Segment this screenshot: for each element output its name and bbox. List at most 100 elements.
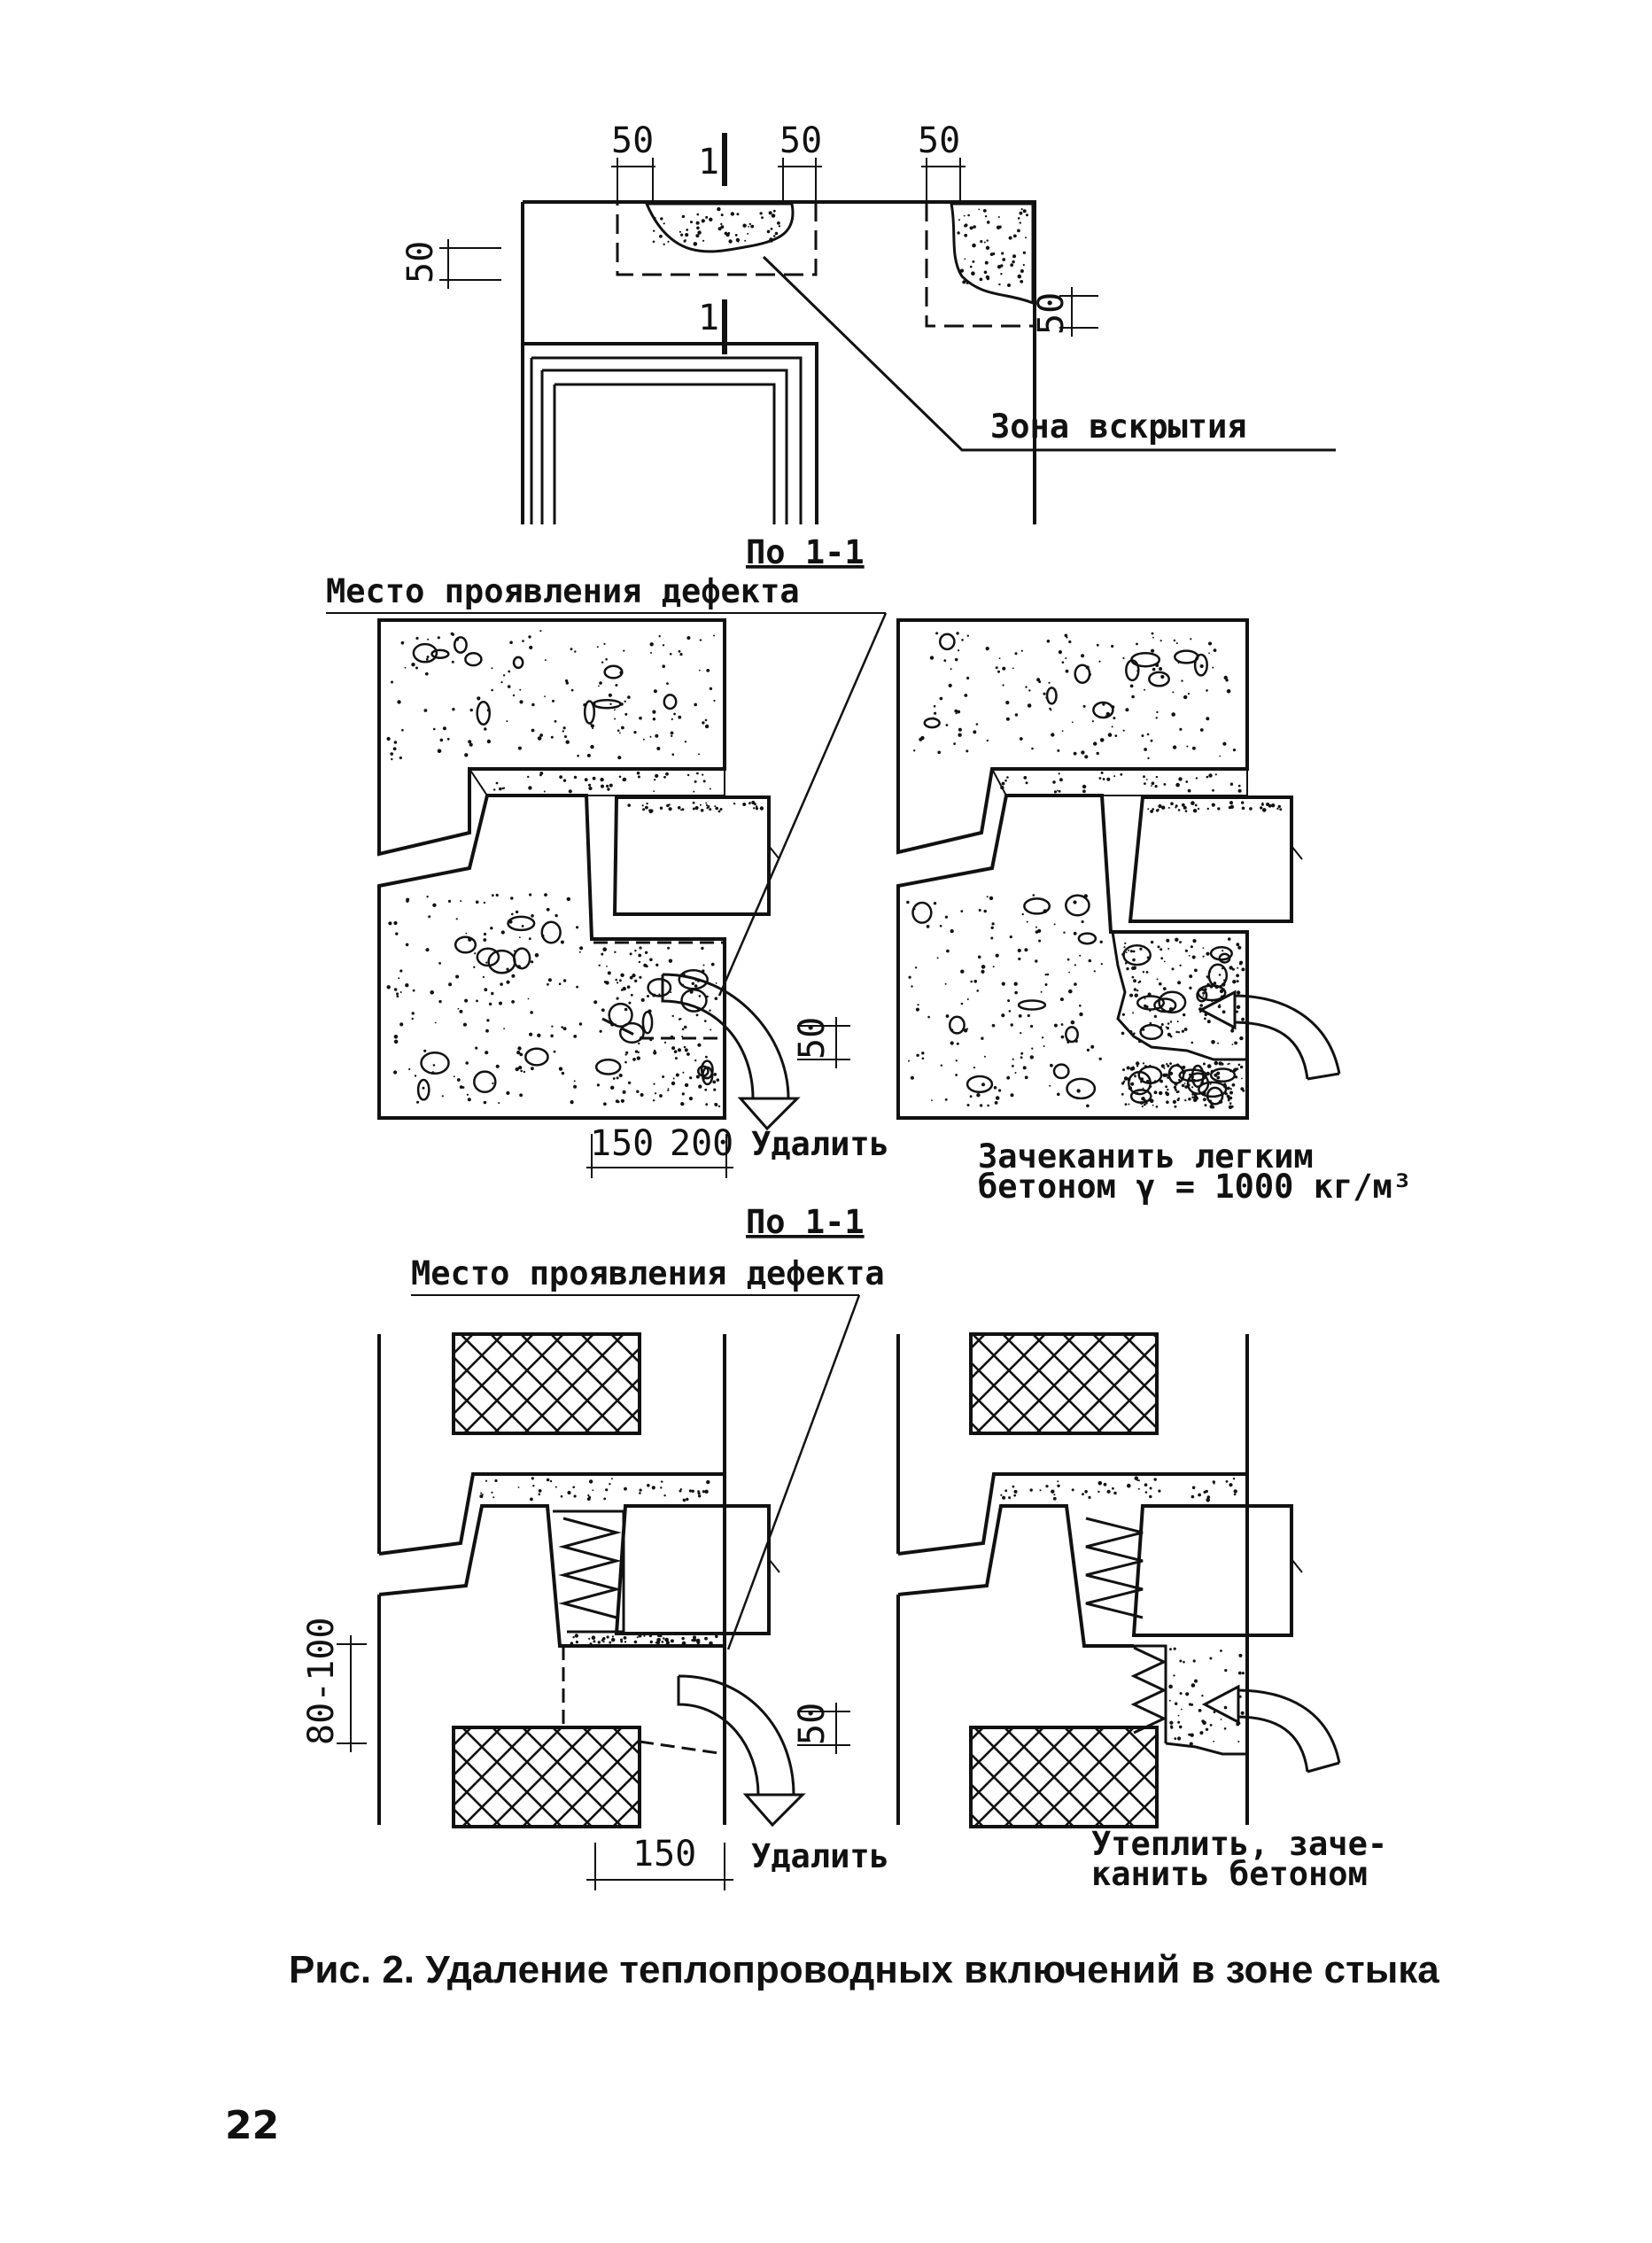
section-b-dim-50: 50 bbox=[792, 1703, 833, 1745]
stipple-dot bbox=[667, 240, 670, 243]
stipple-dot bbox=[1113, 775, 1116, 778]
stipple-dot bbox=[515, 1067, 519, 1072]
stipple-dot bbox=[1225, 1480, 1229, 1483]
stipple-dot bbox=[411, 1012, 415, 1015]
stipple-dot bbox=[1145, 971, 1149, 974]
stipple-dot bbox=[1073, 931, 1077, 935]
stipple-dot bbox=[589, 1642, 593, 1646]
stipple-dot bbox=[500, 930, 505, 935]
stipple-dot bbox=[1192, 809, 1198, 813]
stipple-dot bbox=[1260, 806, 1263, 810]
stipple-dot bbox=[482, 975, 485, 978]
stipple-dot bbox=[566, 896, 570, 902]
stipple-dot bbox=[1099, 940, 1103, 944]
stipple-dot bbox=[966, 676, 970, 680]
stipple-dot bbox=[678, 1018, 681, 1021]
stipple-dot bbox=[1020, 1052, 1024, 1055]
stipple-dot bbox=[642, 808, 646, 811]
stipple-dot bbox=[698, 995, 702, 997]
stipple-dot bbox=[950, 929, 954, 934]
stipple-dot bbox=[1229, 1090, 1233, 1095]
stipple-dot bbox=[748, 226, 749, 228]
stipple-dot bbox=[1079, 954, 1082, 957]
stipple-dot bbox=[516, 1051, 521, 1055]
stipple-dot bbox=[606, 966, 608, 967]
stipple-dot bbox=[632, 1058, 636, 1061]
stipple-dot bbox=[1010, 1093, 1014, 1098]
stipple-dot bbox=[967, 213, 970, 217]
stipple-dot bbox=[709, 788, 711, 790]
stipple-dot bbox=[588, 786, 593, 791]
stipple-dot bbox=[911, 985, 913, 988]
stipple-dot bbox=[955, 712, 958, 715]
aggregate-pebble bbox=[1122, 944, 1152, 966]
stipple-dot bbox=[1153, 1478, 1157, 1481]
stipple-dot bbox=[1191, 1096, 1194, 1098]
stipple-dot bbox=[1071, 1488, 1074, 1492]
stipple-dot bbox=[599, 681, 602, 685]
stipple-dot bbox=[662, 644, 665, 647]
stipple-dot bbox=[1134, 1476, 1139, 1480]
aggregate-pebble bbox=[966, 1075, 994, 1094]
stipple-dot bbox=[671, 1046, 676, 1051]
stipple-dot bbox=[438, 999, 442, 1004]
stipple-dot bbox=[649, 642, 654, 647]
stipple-dot bbox=[506, 980, 510, 984]
section-b-defect-label: Место проявления дефекта bbox=[411, 1254, 885, 1292]
stipple-dot bbox=[695, 1013, 699, 1017]
stipple-dot bbox=[906, 900, 910, 904]
stipple-dot bbox=[1211, 803, 1215, 807]
stipple-dot bbox=[997, 216, 1000, 218]
stipple-dot bbox=[515, 910, 519, 914]
stipple-dot bbox=[1236, 974, 1239, 978]
stipple-dot bbox=[700, 809, 704, 812]
stipple-dot bbox=[913, 749, 916, 752]
stipple-dot bbox=[1150, 810, 1153, 813]
stipple-dot bbox=[684, 741, 687, 743]
stipple-dot bbox=[1022, 251, 1027, 254]
stipple-dot bbox=[1061, 730, 1064, 733]
stipple-dot bbox=[654, 1092, 657, 1095]
stipple-dot bbox=[674, 1057, 678, 1060]
stipple-dot bbox=[1208, 773, 1213, 778]
aggregate-pebble bbox=[1066, 1077, 1097, 1100]
stipple-dot bbox=[1122, 656, 1125, 660]
stipple-dot bbox=[1199, 728, 1204, 732]
stipple-dot bbox=[966, 998, 969, 1000]
panel-b-right bbox=[896, 1334, 1249, 1825]
stipple-dot bbox=[529, 645, 533, 650]
aggregate-pebble bbox=[473, 1070, 497, 1094]
stipple-dot bbox=[970, 980, 973, 983]
stipple-dot bbox=[518, 1066, 523, 1070]
stipple-dot bbox=[609, 783, 613, 788]
caulk-arrow-a bbox=[1232, 994, 1341, 1081]
stipple-dot bbox=[438, 962, 441, 965]
stipple-dot bbox=[1139, 947, 1143, 951]
stipple-dot bbox=[1052, 780, 1056, 784]
stipple-dot bbox=[1084, 1490, 1088, 1494]
stipple-dot bbox=[1097, 1490, 1100, 1494]
stipple-dot bbox=[1169, 1035, 1173, 1038]
stipple-dot bbox=[539, 630, 542, 633]
stipple-dot bbox=[1241, 1077, 1243, 1080]
stipple-dot bbox=[681, 1636, 685, 1641]
aggregate-pebble bbox=[476, 947, 500, 967]
stipple-dot bbox=[658, 993, 661, 996]
stipple-dot bbox=[1057, 1480, 1059, 1483]
stipple-dot bbox=[717, 1105, 721, 1108]
stipple-dot bbox=[753, 807, 756, 810]
stipple-dot bbox=[1222, 950, 1224, 952]
stipple-dot bbox=[576, 985, 578, 989]
stipple-dot bbox=[1147, 757, 1150, 760]
stipple-dot bbox=[666, 682, 669, 685]
stipple-dot bbox=[662, 664, 665, 668]
stipple-dot bbox=[921, 1057, 925, 1060]
stipple-dot bbox=[1173, 1647, 1176, 1650]
section-b-dim-80-100: 80-100 bbox=[301, 1618, 342, 1746]
stipple-dot bbox=[529, 893, 532, 896]
stipple-dot bbox=[669, 653, 672, 656]
stipple-dot bbox=[1161, 805, 1166, 810]
stipple-dot bbox=[659, 234, 663, 238]
stipple-dot bbox=[1143, 775, 1145, 779]
stipple-dot bbox=[1206, 717, 1210, 721]
